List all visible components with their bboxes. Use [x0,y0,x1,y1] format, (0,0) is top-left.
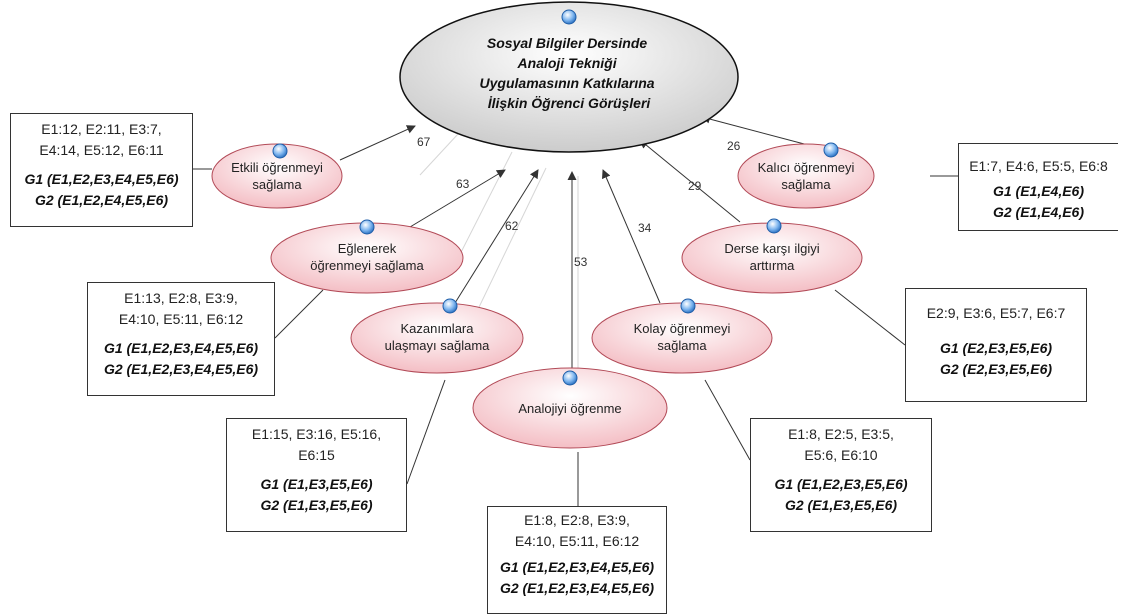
codes-line: E1:12, E2:11, E3:7, [41,121,162,137]
weight-kazanimlar: 62 [505,219,519,233]
codes-line: E4:10, E5:11, E6:12 [118,311,244,327]
weight-etkili: 67 [417,135,431,149]
marker-icon [442,298,458,314]
theme-ilgi: Derse karşı ilgiyi arttırma [681,218,863,294]
theme-label: Analojiyi öğrenme [518,401,621,416]
group-g1: G1 (E1,E2,E3,E4,E5,E6) [499,559,655,575]
theme-kazanimlar: Kazanımlara ulaşmayı sağlama [350,298,524,374]
theme-label: arttırma [750,258,796,273]
group-g2: G2 (E1,E4,E6) [992,204,1085,220]
marker-icon [766,218,782,234]
group-g1: G1 (E1,E2,E3,E4,E5,E6) [24,171,179,187]
theme-label: ulaşmayı sağlama [385,338,491,353]
svg-text:Analojiyi öğrenme: Analojiyi öğrenme [518,401,621,416]
central-node: Sosyal Bilgiler Dersinde Analoji Tekniği… [399,1,739,153]
group-g2: G2 (E1,E2,E3,E4,E5,E6) [103,361,259,377]
theme-label: Kalıcı öğrenmeyi [758,160,855,175]
group-g2: G2 (E2,E3,E5,E6) [939,361,1053,377]
codes-line: E4:10, E5:11, E6:12 [514,533,640,549]
connector-kolay [704,379,751,461]
codes-line: E1:13, E2:8, E3:9, [124,290,238,306]
codes-line: E5:6, E6:10 [804,447,878,463]
theme-label: Etkili öğrenmeyi [231,160,323,175]
group-g1: G1 (E1,E2,E3,E4,E5,E6) [103,340,259,356]
arrow-eglenerek [404,169,506,231]
weight-analoji: 53 [574,255,588,269]
weight-ilgi: 29 [688,179,702,193]
codes-line: E1:7, E4:6, E5:5, E6:8 [969,158,1108,174]
weight-eglenerek: 63 [456,177,470,191]
connector-eglenerek [274,289,324,339]
central-title-line: İlişkin Öğrenci Görüşleri [488,95,652,111]
marker-icon [359,219,375,235]
central-title-line: Analoji Tekniği [517,55,618,71]
arrow-kolay [602,169,661,304]
theme-label: Derse karşı ilgiyi [724,241,819,256]
codes-line: E1:8, E2:5, E3:5, [788,426,894,442]
theme-label: Eğlenerek [338,241,397,256]
theme-kolay: Kolay öğrenmeyi sağlama [591,298,773,374]
group-g2: G2 (E1,E2,E3,E4,E5,E6) [499,580,655,596]
theme-etkili: Etkili öğrenmeyi sağlama [211,143,343,209]
codes-box-kalici: E1:7, E4:6, E5:5, E6:8 G1 (E1,E4,E6) G2 … [958,143,1118,231]
codes-box-eglenerek: E1:13, E2:8, E3:9, E4:10, E5:11, E6:12 G… [87,282,275,396]
connector-kazanimlar [406,379,446,485]
marker-icon [823,142,839,158]
arrow-ilgi [639,139,741,223]
marker-icon [680,298,696,314]
connector-ilgi [834,289,906,346]
theme-label: Kazanımlara [401,321,475,336]
theme-eglenerek: Eğlenerek öğrenmeyi sağlama [270,219,464,294]
codes-box-etkili: E1:12, E2:11, E3:7, E4:14, E5:12, E6:11 … [10,113,193,227]
theme-label: sağlama [252,177,302,192]
codes-line: E4:14, E5:12, E6:11 [39,142,164,158]
codes-box-kazanimlar: E1:15, E3:16, E5:16, E6:15 G1 (E1,E3,E5,… [226,418,407,532]
theme-analoji: Analojiyi öğrenme [472,367,668,449]
codes-line: E1:8, E2:8, E3:9, [524,512,630,528]
theme-label: sağlama [657,338,707,353]
codes-line: E6:15 [298,447,335,463]
marker-icon [272,143,288,159]
central-title-line: Uygulamasının Katkılarına [480,75,655,91]
theme-kalici: Kalıcı öğrenmeyi sağlama [737,142,875,209]
group-g1: G1 (E1,E4,E6) [992,183,1085,199]
central-title-line: Sosyal Bilgiler Dersinde [487,35,647,51]
arrow-kazanimlar [454,169,539,304]
group-g2: G2 (E1,E3,E5,E6) [260,497,373,513]
arrow-etkili [339,125,416,161]
theme-label: öğrenmeyi sağlama [310,258,424,273]
arrow-kalici [701,114,809,146]
theme-label: sağlama [781,177,831,192]
group-g1: G1 (E1,E2,E3,E5,E6) [774,476,908,492]
group-g2: G2 (E1,E2,E4,E5,E6) [34,192,169,208]
codes-box-kolay: E1:8, E2:5, E3:5, E5:6, E6:10 G1 (E1,E2,… [750,418,932,532]
group-g1: G1 (E2,E3,E5,E6) [939,340,1053,356]
weight-kalici: 26 [727,139,741,153]
group-g2: G2 (E1,E3,E5,E6) [784,497,898,513]
codes-box-ilgi: E2:9, E3:6, E5:7, E6:7 G1 (E2,E3,E5,E6) … [905,288,1087,402]
marker-icon [562,370,578,386]
svg-text:Sosyal Bilgiler Dersinde: Sosyal Bilgiler Dersinde Analoji Tekniği… [480,35,659,111]
theme-label: Kolay öğrenmeyi [634,321,731,336]
group-g1: G1 (E1,E3,E5,E6) [260,476,373,492]
codes-box-analoji: E1:8, E2:8, E3:9, E4:10, E5:11, E6:12 G1… [487,506,667,614]
weight-kolay: 34 [638,221,652,235]
codes-line: E2:9, E3:6, E5:7, E6:7 [926,305,1066,321]
codes-line: E1:15, E3:16, E5:16, [251,426,382,442]
marker-icon [561,9,577,25]
